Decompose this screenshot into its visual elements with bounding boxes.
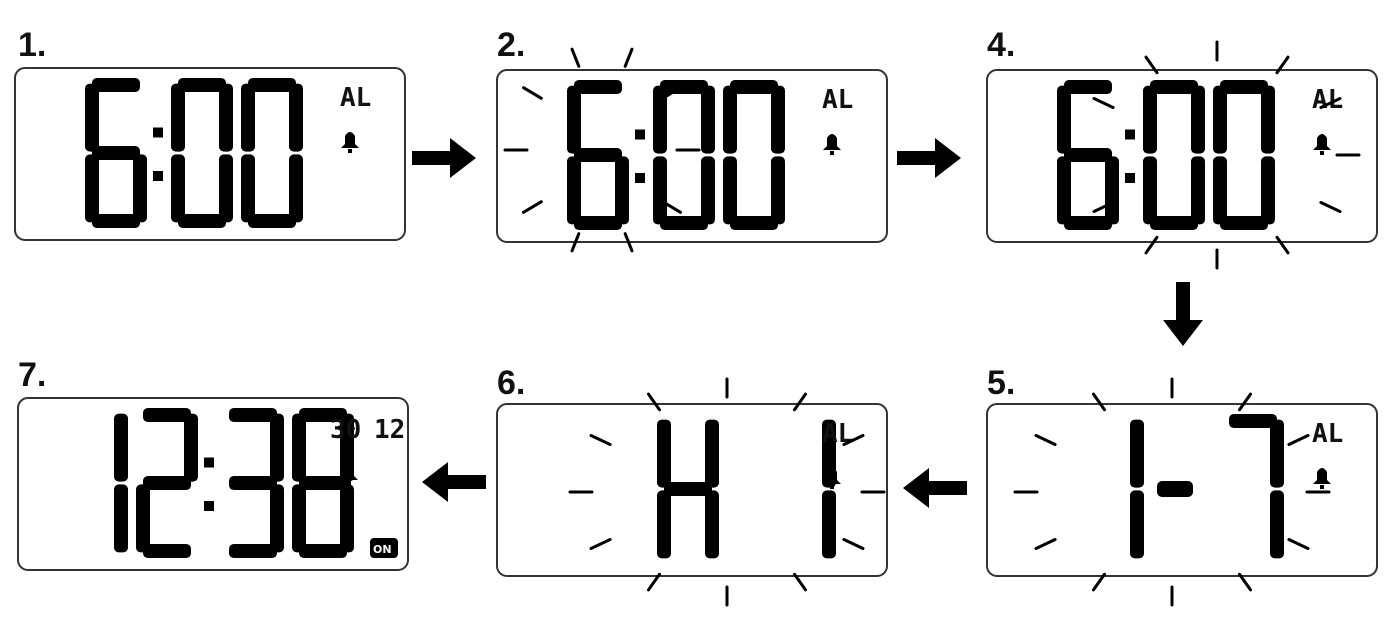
flash-rays-icon <box>1013 377 1331 607</box>
step-number: 6. <box>497 364 525 402</box>
lcd-colon <box>1125 129 1135 183</box>
flash-rays-icon <box>568 377 886 607</box>
flash-rays-icon <box>1073 40 1361 270</box>
lcd-digit <box>292 408 354 558</box>
lcd-digit <box>241 78 303 228</box>
on-badge-label: ON <box>373 543 392 556</box>
alarm-indicator: AL <box>340 83 371 113</box>
alarm-indicator: AL <box>822 419 853 449</box>
step-panel-1: 1. AL <box>14 26 406 241</box>
lcd-digit <box>171 78 233 228</box>
arrow-right-icon <box>412 138 476 178</box>
step-number: 5. <box>987 364 1015 402</box>
lcd-screen <box>14 67 406 241</box>
arrow-right-icon <box>897 138 961 178</box>
lcd-digit <box>567 80 629 230</box>
step-number: 2. <box>497 26 525 64</box>
bell-icon <box>1313 134 1331 155</box>
lcd-colon <box>204 457 214 511</box>
lcd-dash <box>1157 481 1193 497</box>
step-panel-4: 5. AL <box>986 364 1378 607</box>
lcd-screen <box>986 69 1378 243</box>
arrow-left-icon <box>422 462 486 502</box>
step-panel-3: 4.AL <box>986 26 1378 270</box>
arrow-down-icon <box>1163 282 1203 346</box>
lcd-digit <box>653 80 715 230</box>
lcd-digit <box>85 78 147 228</box>
lcd-digit <box>1057 80 1119 230</box>
lcd-screen <box>496 69 888 243</box>
alarm-indicator: AL <box>822 85 853 115</box>
step-number: 1. <box>18 26 46 64</box>
lcd-digit <box>723 80 785 230</box>
lcd-digit <box>1229 414 1284 559</box>
on-badge: ON <box>370 538 398 558</box>
bell-icon <box>340 464 358 485</box>
step-number: 7. <box>18 356 46 394</box>
lcd-colon <box>153 127 163 181</box>
lcd-colon <box>635 129 645 183</box>
lcd-digit <box>1213 80 1275 230</box>
step-panel-2: 2. AL <box>496 26 888 253</box>
step-number: 4. <box>987 26 1015 64</box>
lcd-digit <box>114 413 128 553</box>
step-panel-5: 6. AL <box>496 364 888 607</box>
lcd-digit <box>1143 80 1205 230</box>
alarm-indicator: AL <box>1312 419 1343 449</box>
lcd-digit <box>229 408 284 558</box>
bell-icon <box>823 134 841 155</box>
sub-display-left: 30 <box>330 415 361 445</box>
arrow-left-icon <box>903 468 967 508</box>
bell-icon <box>823 468 841 489</box>
flash-rays-icon <box>503 47 701 253</box>
lcd-digit <box>136 408 198 558</box>
bell-icon <box>1313 468 1331 489</box>
lcd-digit <box>1130 419 1144 559</box>
sub-display-right: 12 <box>374 415 405 445</box>
lcd-digit <box>657 419 719 559</box>
bell-icon <box>341 132 359 153</box>
